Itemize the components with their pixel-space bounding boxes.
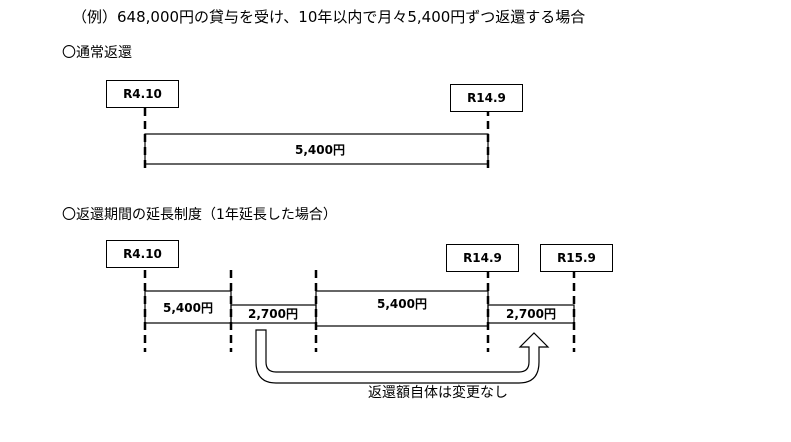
normal-start-label: R4.10 [106,80,179,108]
ext-end-label: R15.9 [540,244,613,272]
extended-section-title: 〇返還期間の延長制度（1年延長した場合） [62,207,337,223]
ext-segment2-amount: 2,700円 [248,307,298,321]
page-heading: （例）648,000円の貸与を受け、10年以内で月々5,400円ずつ返還する場合 [72,8,586,26]
normal-timeline [143,108,490,170]
ext-segment3-amount: 5,400円 [377,297,427,311]
extended-timeline [143,270,576,384]
ext-mid-label: R14.9 [446,244,519,272]
unchanged-note: 返還額自体は変更なし [368,385,508,401]
normal-end-label: R14.9 [450,84,523,112]
shift-arrow [255,329,550,384]
normal-amount: 5,400円 [295,143,345,157]
normal-section-title: 〇通常返還 [62,45,132,61]
ext-segment1-amount: 5,400円 [163,301,213,315]
ext-segment4-amount: 2,700円 [506,307,556,321]
ext-start-label: R4.10 [106,240,179,268]
